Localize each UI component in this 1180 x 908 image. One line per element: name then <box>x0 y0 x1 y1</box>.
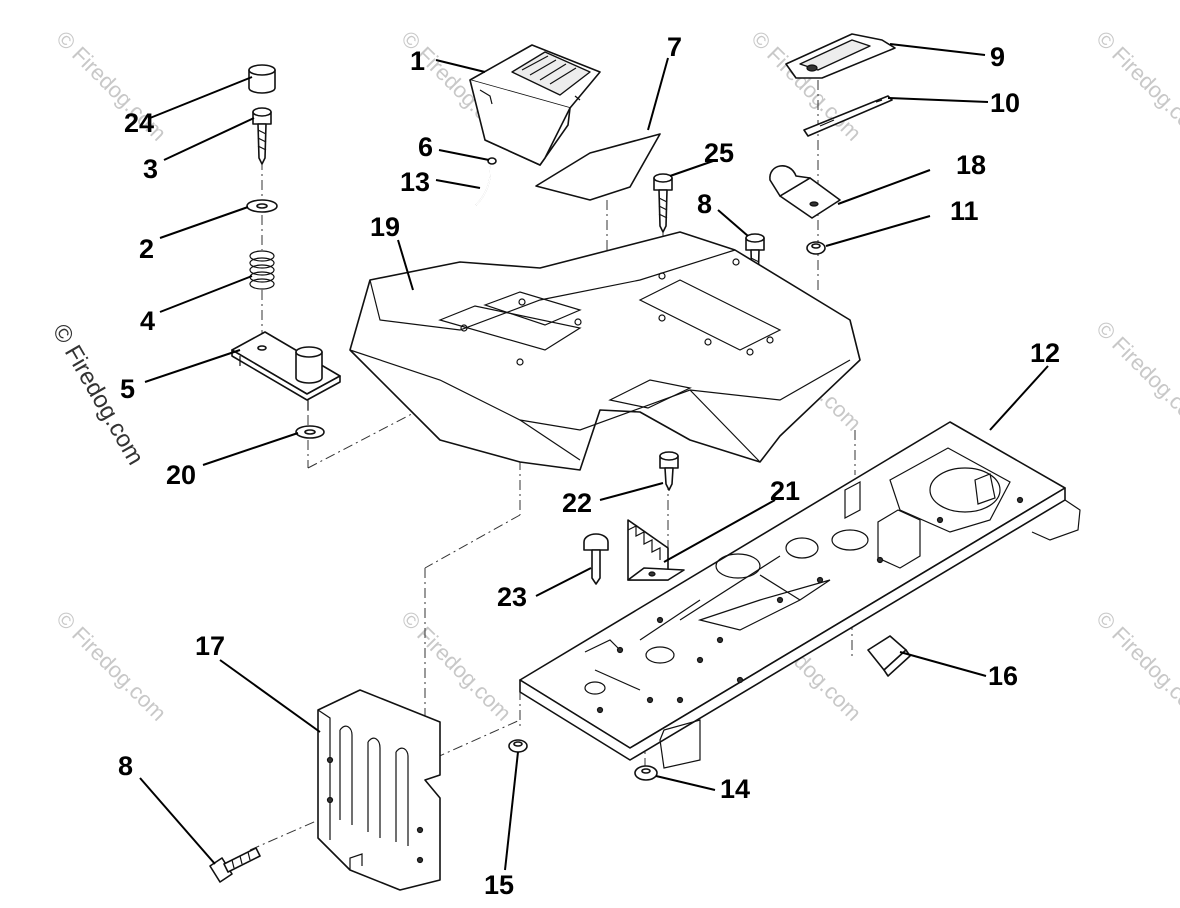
part-20-washer <box>295 425 325 439</box>
label-11: 11 <box>950 196 979 226</box>
label-8-upper: 8 <box>697 189 712 219</box>
part-10-bracket <box>803 95 893 137</box>
label-13: 13 <box>400 167 430 197</box>
part-8-bolt-lower <box>209 847 261 883</box>
label-21: 21 <box>770 476 800 506</box>
part-7-decal <box>535 133 661 201</box>
label-15: 15 <box>484 870 514 900</box>
part-9-cover <box>785 33 896 79</box>
label-25: 25 <box>704 138 734 168</box>
label-18: 18 <box>956 150 986 180</box>
part-6-clip <box>487 157 497 165</box>
part-22-bolt <box>659 451 679 491</box>
part-2-washer <box>246 199 278 213</box>
label-5: 5 <box>120 374 135 404</box>
label-1: 1 <box>410 46 425 76</box>
part-3-bolt <box>252 107 272 165</box>
part-18-clamp <box>769 165 841 219</box>
label-23: 23 <box>497 582 527 612</box>
part-11-nut <box>806 241 826 255</box>
label-20: 20 <box>166 460 196 490</box>
watermark-text: © Firedog.com <box>1091 606 1180 726</box>
part-1-tray <box>469 44 601 166</box>
watermark-text: © Firedog.com <box>51 606 171 726</box>
part-23-carriage-bolt <box>583 533 609 585</box>
label-12: 12 <box>1030 338 1060 368</box>
part-13-hose <box>475 165 492 206</box>
part-24-cap <box>248 64 276 94</box>
part-5-switch-plate <box>231 331 341 410</box>
part-19-fender <box>349 231 861 471</box>
label-3: 3 <box>143 154 158 184</box>
leader-lines <box>139 43 1049 871</box>
part-number-labels: 24 3 2 4 5 20 1 6 13 7 25 8 9 10 18 11 1… <box>118 32 1060 900</box>
label-17: 17 <box>195 631 225 661</box>
part-15-nut <box>508 739 528 753</box>
watermark-text: © Firedog.com <box>396 606 516 726</box>
label-2: 2 <box>139 234 154 264</box>
watermark-text: © Firedog.com <box>1091 26 1180 146</box>
label-9: 9 <box>990 42 1005 72</box>
watermark-text: © Firedog.com <box>1091 316 1180 436</box>
part-17-side-plate <box>317 689 441 891</box>
label-10: 10 <box>990 88 1020 118</box>
label-19: 19 <box>370 212 400 242</box>
label-4: 4 <box>140 306 155 336</box>
part-12-frame <box>519 421 1081 769</box>
part-25-bolt <box>653 173 673 233</box>
part-4-spring <box>249 250 275 290</box>
part-21-bracket <box>627 519 685 581</box>
part-14-nut <box>634 765 658 781</box>
label-24: 24 <box>124 108 154 138</box>
label-22: 22 <box>562 488 592 518</box>
label-14: 14 <box>720 774 750 804</box>
label-7: 7 <box>667 32 682 62</box>
label-8-lower: 8 <box>118 751 133 781</box>
part-16-plate <box>867 635 911 677</box>
label-6: 6 <box>418 132 433 162</box>
label-16: 16 <box>988 661 1018 691</box>
